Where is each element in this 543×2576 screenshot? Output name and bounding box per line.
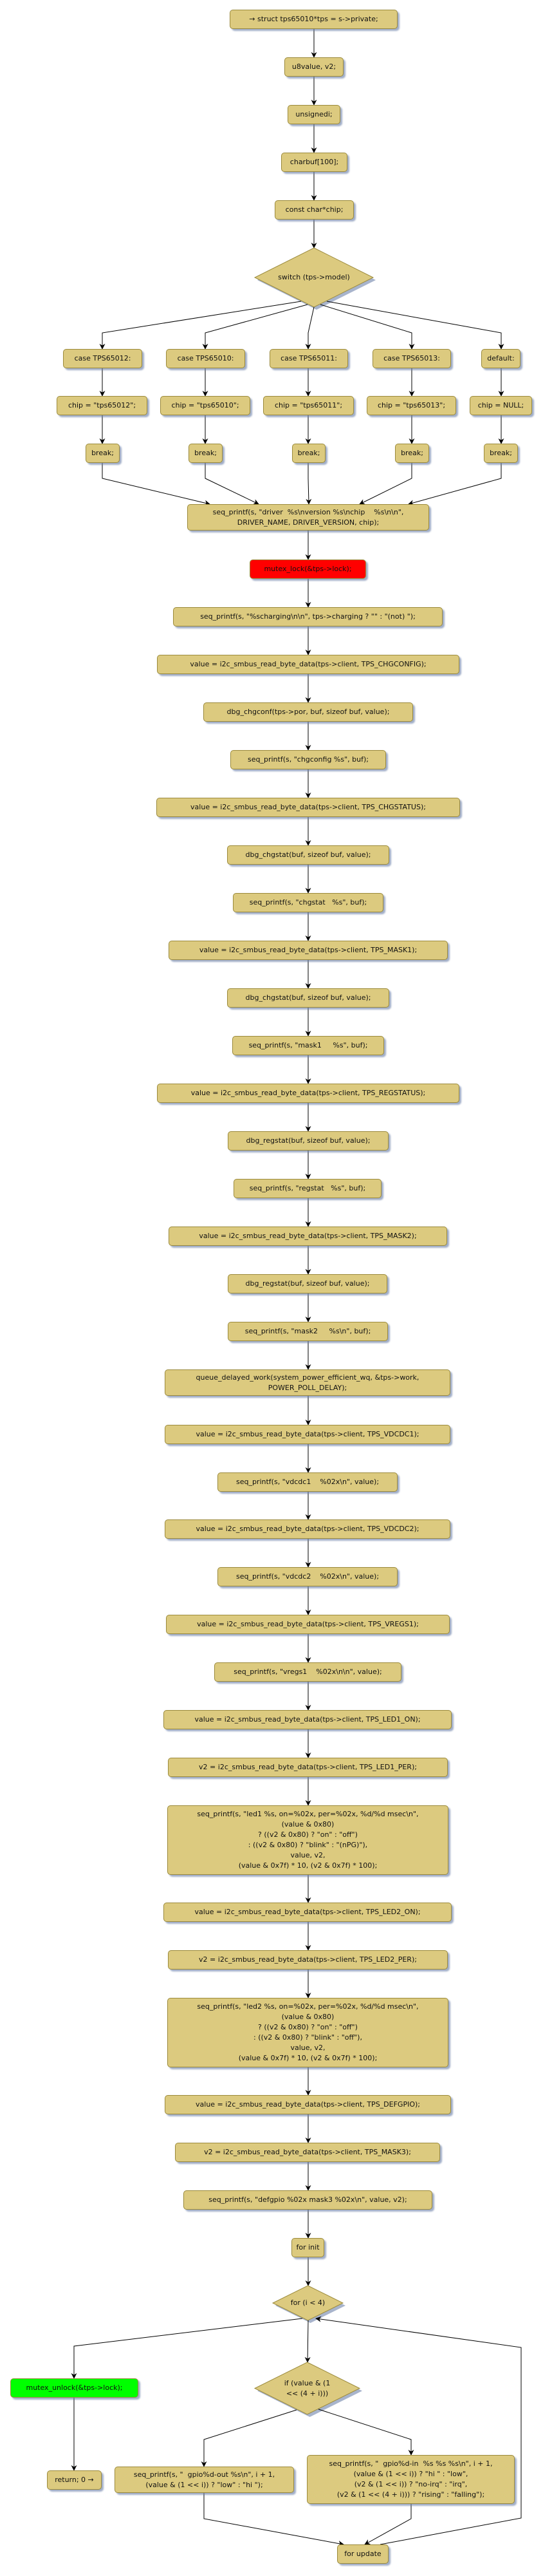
break-node: break; — [292, 444, 326, 463]
statement-node: dbg_chgconf(tps->por, buf, sizeof buf, v… — [203, 702, 413, 722]
statement-node: value = i2c_smbus_read_byte_data(tps->cl… — [156, 798, 460, 817]
chip-assign-node: chip = "tps65012"; — [57, 396, 147, 415]
start-node: → struct tps65010*tps = s->private; — [230, 10, 398, 29]
chip-assign-node: chip = "tps65011"; — [263, 396, 354, 415]
statement-node: dbg_regstat(buf, sizeof buf, value); — [228, 1131, 389, 1151]
statement-node: value = i2c_smbus_read_byte_data(tps->cl… — [165, 2095, 451, 2114]
case-node: case TPS65012: — [63, 349, 142, 368]
statement-node: value = i2c_smbus_read_byte_data(tps->cl… — [157, 655, 459, 674]
statement-node: dbg_chgstat(buf, sizeof buf, value); — [227, 845, 389, 865]
loop-exit-arrow — [71, 2318, 303, 2379]
statement-node: value = i2c_smbus_read_byte_data(tps->cl… — [165, 1425, 450, 1444]
decl-chip-node: const char*chip; — [275, 200, 354, 220]
statement-node: seq_printf(s, "regstat %s", buf); — [234, 1179, 382, 1198]
gpio-out-node: seq_printf(s, " gpio%d-out %s\n", i + 1,… — [115, 2467, 294, 2493]
statement-node: value = i2c_smbus_read_byte_data(tps->cl… — [165, 1519, 450, 1539]
gpio-in-node: seq_printf(s, " gpio%d-in %s %s %s\n", i… — [307, 2455, 515, 2504]
merge-arrow — [205, 463, 259, 505]
statement-node: dbg_regstat(buf, sizeof buf, value); — [228, 1274, 387, 1293]
statement-node: seq_printf(s, "led1 %s, on=%02x, per=%02… — [167, 1805, 448, 1875]
switch-branch-arrow — [320, 304, 415, 350]
statement-node: value = i2c_smbus_read_byte_data(tps->cl… — [169, 941, 448, 960]
statement-node: seq_printf(s, "vdcdc1 %02x\n", value); — [217, 1472, 398, 1492]
statement-node: value = i2c_smbus_read_byte_data(tps->cl… — [169, 1227, 447, 1246]
statement-node: seq_printf(s, "mask1 %s", buf); — [232, 1036, 384, 1055]
if-decision-label: if (value & (1 << (4 + i))) — [284, 2378, 331, 2398]
for-loop-decision-label: for (i < 4) — [290, 2299, 326, 2307]
break-node: break; — [395, 444, 429, 463]
switch-branch-arrow — [99, 301, 302, 350]
mutex-lock-node: mutex_lock(&tps->lock); — [250, 559, 366, 579]
statement-node: value = i2c_smbus_read_byte_data(tps->cl… — [166, 1615, 450, 1634]
statement-node: value = i2c_smbus_read_byte_data(tps->cl… — [157, 1084, 459, 1103]
flow-arrow — [364, 2504, 412, 2545]
case-node: case TPS65010: — [166, 349, 245, 368]
statement-node: value = i2c_smbus_read_byte_data(tps->cl… — [163, 1710, 452, 1729]
case-node: default: — [481, 349, 520, 368]
switch-decision-label: switch (tps->model) — [278, 273, 350, 281]
chip-assign-node: chip = "tps65010"; — [160, 396, 250, 415]
statement-node: seq_printf(s, "driver %s\nversion %s\nch… — [187, 504, 429, 531]
flow-arrow — [203, 2493, 344, 2546]
statement-node: v2 = i2c_smbus_read_byte_data(tps->clien… — [175, 2143, 440, 2162]
switch-branch-arrow — [202, 304, 308, 350]
decl-buf-node: charbuf[100]; — [281, 153, 347, 172]
statement-node: v2 = i2c_smbus_read_byte_data(tps->clien… — [168, 1758, 448, 1777]
break-node: break; — [189, 444, 223, 463]
break-node: break; — [86, 444, 120, 463]
statement-node: value = i2c_smbus_read_byte_data(tps->cl… — [163, 1903, 452, 1922]
switch-branch-arrow — [305, 306, 315, 350]
break-node: break; — [484, 444, 518, 463]
if-true-arrow — [318, 2409, 414, 2456]
statement-node: dbg_chgstat(buf, sizeof buf, value); — [227, 988, 389, 1008]
if-false-arrow — [201, 2409, 297, 2467]
chip-assign-node: chip = "tps65013"; — [367, 396, 456, 415]
statement-node: v2 = i2c_smbus_read_byte_data(tps->clien… — [168, 1950, 448, 1970]
statement-node: queue_delayed_work(system_power_efficien… — [165, 1369, 450, 1396]
switch-branch-arrow — [326, 301, 504, 350]
statement-node: seq_printf(s, "defgpio %02x mask3 %02x\n… — [183, 2190, 432, 2210]
mutex-unlock-node: mutex_unlock(&tps->lock); — [10, 2378, 138, 2398]
merge-arrow — [102, 463, 210, 506]
case-node: case TPS65011: — [270, 349, 348, 368]
statement-node: seq_printf(s, "mask2 %s\n", buf); — [228, 1322, 388, 1341]
merge-arrow — [306, 463, 312, 505]
statement-node: seq_printf(s, "vdcdc2 %02x\n", value); — [217, 1567, 398, 1586]
merge-arrow — [359, 463, 412, 505]
statement-node: seq_printf(s, "chgconfig %s", buf); — [230, 750, 386, 769]
statement-node: seq_printf(s, "%scharging\n\n", tps->cha… — [173, 607, 443, 626]
chip-assign-node: chip = NULL; — [470, 396, 532, 415]
for-init-node: for init — [291, 2238, 324, 2257]
statement-node: seq_printf(s, "led2 %s, on=%02x, per=%02… — [167, 1998, 448, 2067]
decl-u8-node: u8value, v2; — [284, 57, 344, 77]
statement-node: seq_printf(s, "chgstat %s", buf); — [233, 893, 383, 912]
statement-node: seq_printf(s, "vregs1 %02x\n\n", value); — [214, 1662, 401, 1682]
case-node: case TPS65013: — [373, 349, 451, 368]
for-update-node: for update — [337, 2544, 389, 2564]
decl-i-node: unsignedi; — [288, 105, 340, 124]
loop-back-arrow — [315, 2316, 522, 2545]
return-node: return; 0 → — [47, 2470, 102, 2490]
merge-arrow — [408, 463, 502, 506]
if-decision-shape — [253, 2362, 361, 2415]
